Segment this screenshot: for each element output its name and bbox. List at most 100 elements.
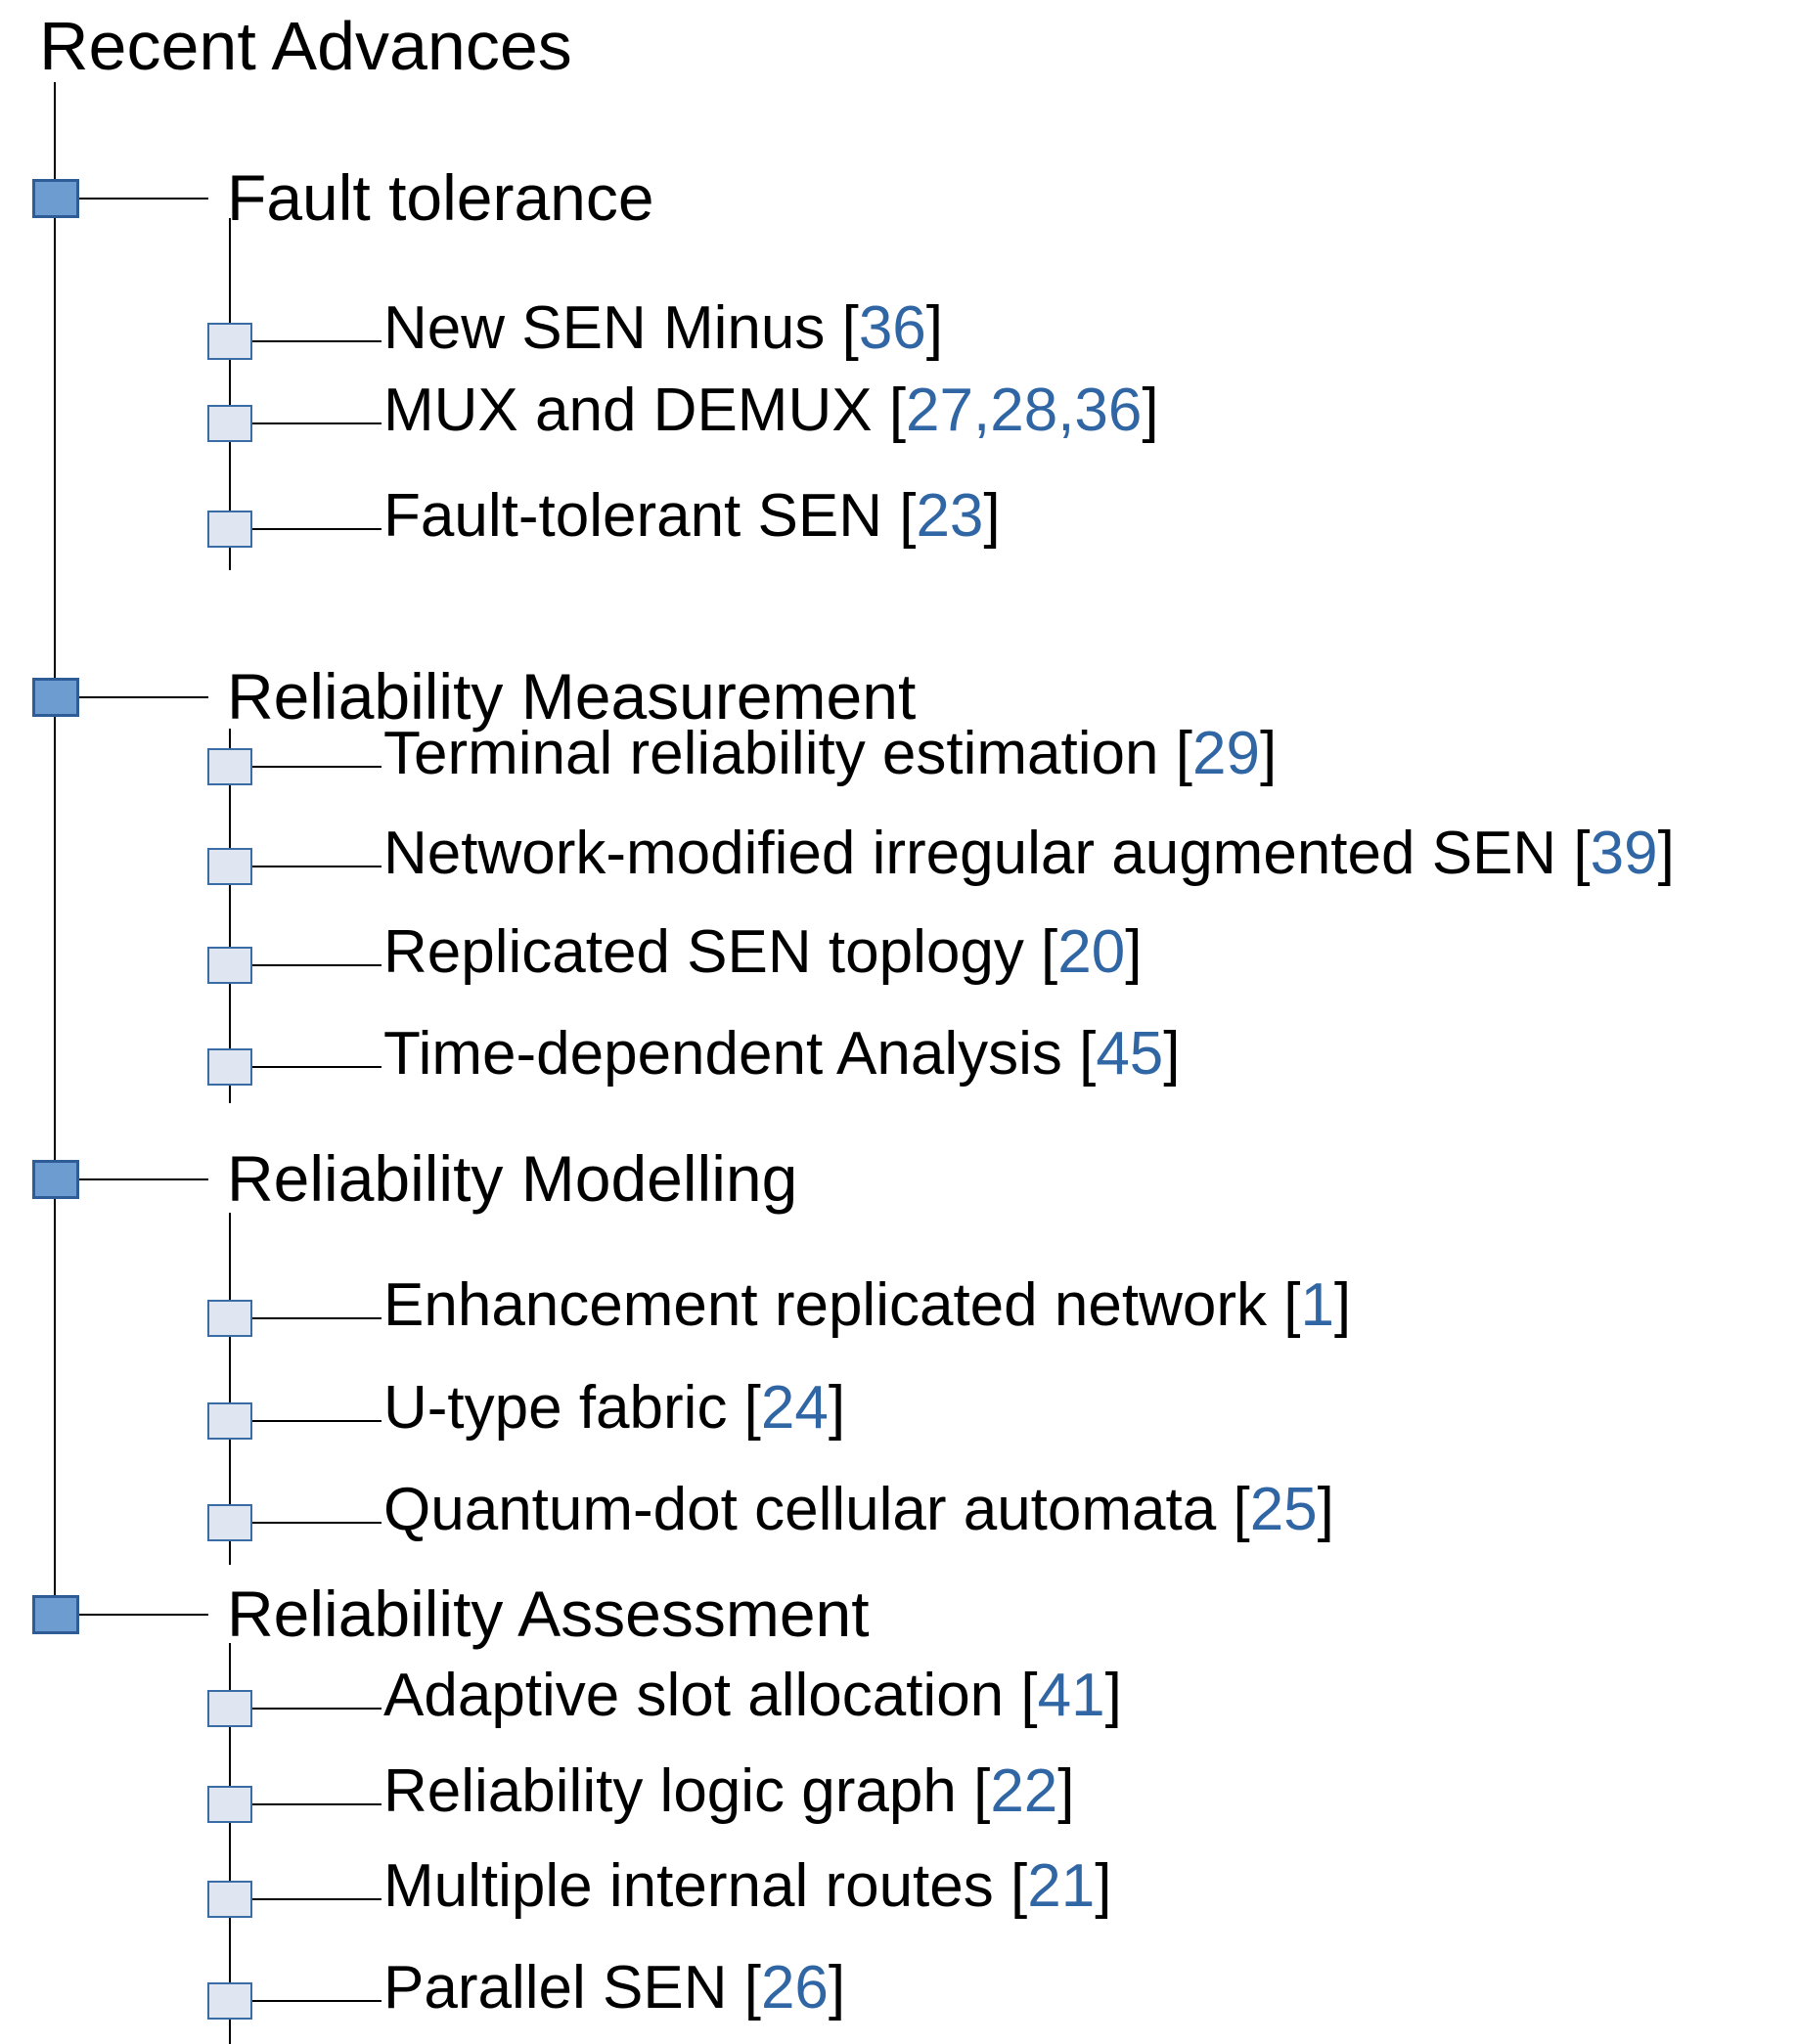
item-text: Parallel SEN (383, 1954, 744, 2022)
item-connector-line (252, 866, 382, 867)
citation-open-bracket: [ (743, 1954, 761, 2022)
item-connector-line (252, 528, 382, 530)
item-label: MUX and DEMUX [27,28,36] (383, 380, 1159, 441)
item-connector-line (252, 1420, 382, 1422)
item-text: Time-dependent Analysis (383, 1020, 1080, 1088)
citation-link[interactable]: 36 (858, 294, 926, 362)
citation-link[interactable]: 1 (1300, 1271, 1334, 1339)
item-label: U-type fabric [24] (383, 1378, 845, 1439)
citation-close-bracket: ] (828, 1374, 846, 1442)
item-node-square (207, 748, 252, 785)
category-connector-line (79, 1614, 208, 1616)
citation-close-bracket: ] (1142, 377, 1159, 444)
item-node-square (207, 848, 252, 885)
citation-open-bracket: [ (841, 294, 859, 362)
item-node-square (207, 1982, 252, 2020)
item-label: Adaptive slot allocation [41] (383, 1666, 1122, 1726)
citation-link[interactable]: 25 (1249, 1476, 1318, 1543)
citation-open-bracket: [ (1020, 1662, 1038, 1729)
item-node-square (207, 1786, 252, 1823)
citation-close-bracket: ] (925, 294, 944, 362)
citation-close-bracket: ] (1657, 820, 1675, 887)
category-node-square (32, 1160, 79, 1199)
category-node-square (32, 1595, 79, 1634)
item-connector-line (252, 2000, 382, 2002)
citation-link[interactable]: 23 (916, 482, 984, 550)
citation-close-bracket: ] (1125, 918, 1143, 986)
citation-link[interactable]: 45 (1096, 1020, 1164, 1088)
item-node-square (207, 1504, 252, 1541)
item-text: U-type fabric (383, 1374, 744, 1442)
category-connector-line (79, 198, 208, 200)
item-connector-line (252, 422, 382, 424)
category-label: Reliability Assessment (227, 1577, 870, 1650)
citation-close-bracket: ] (1163, 1020, 1181, 1088)
citation-close-bracket: ] (1333, 1271, 1352, 1339)
citation-open-bracket: [ (973, 1757, 991, 1825)
citation-open-bracket: [ (1079, 1020, 1097, 1088)
item-connector-line (252, 1898, 382, 1900)
citation-close-bracket: ] (1317, 1476, 1334, 1543)
item-node-square (207, 405, 252, 442)
citation-link[interactable]: 39 (1590, 820, 1658, 887)
item-connector-line (252, 340, 382, 342)
category-children-line (229, 1643, 231, 2044)
citation-close-bracket: ] (1259, 720, 1278, 787)
item-label: Enhancement replicated network [1] (383, 1275, 1351, 1336)
category-node-square (32, 678, 79, 717)
category-children-line (229, 1213, 231, 1565)
category-node-square (32, 179, 79, 218)
item-text: Terminal reliability estimation (383, 720, 1176, 787)
item-label: Terminal reliability estimation [29] (383, 724, 1277, 784)
citation-link[interactable]: 26 (760, 1954, 829, 2022)
item-label: Network-modified irregular augmented SEN… (383, 823, 1675, 884)
item-text: Reliability logic graph (383, 1757, 974, 1825)
citation-open-bracket: [ (743, 1374, 761, 1442)
category-label: Reliability Measurement (227, 660, 917, 733)
item-text: Quantum-dot cellular automata (383, 1476, 1234, 1543)
category-connector-line (79, 696, 208, 698)
item-text: Fault-tolerant SEN (383, 482, 900, 550)
item-connector-line (252, 766, 382, 768)
citation-link[interactable]: 24 (760, 1374, 829, 1442)
citation-open-bracket: [ (1233, 1476, 1250, 1543)
item-connector-line (252, 1317, 382, 1319)
item-connector-line (252, 1522, 382, 1524)
citation-open-bracket: [ (888, 377, 907, 444)
item-label: Multiple internal routes [21] (383, 1856, 1111, 1917)
citation-link[interactable]: 41 (1037, 1662, 1105, 1729)
item-text: Replicated SEN toplogy (383, 918, 1042, 986)
item-label: Reliability logic graph [22] (383, 1761, 1075, 1822)
item-text: Adaptive slot allocation (383, 1662, 1021, 1729)
item-label: Parallel SEN [26] (383, 1958, 845, 2019)
citation-open-bracket: [ (899, 482, 917, 550)
item-text: Multiple internal routes (383, 1852, 1010, 1920)
citation-open-bracket: [ (1010, 1852, 1028, 1920)
citation-link[interactable]: 20 (1057, 918, 1126, 986)
category-connector-line (79, 1178, 208, 1180)
citation-link[interactable]: 29 (1191, 720, 1260, 787)
item-connector-line (252, 964, 382, 966)
item-connector-line (252, 1066, 382, 1068)
citation-open-bracket: [ (1573, 820, 1591, 887)
item-node-square (207, 1690, 252, 1727)
citation-link[interactable]: 22 (990, 1757, 1058, 1825)
item-label: Replicated SEN toplogy [20] (383, 922, 1142, 983)
citation-close-bracket: ] (1095, 1852, 1112, 1920)
item-node-square (207, 323, 252, 360)
item-text: MUX and DEMUX (383, 377, 889, 444)
item-label: Fault-tolerant SEN [23] (383, 486, 1001, 547)
category-label: Reliability Modelling (227, 1142, 798, 1215)
item-node-square (207, 947, 252, 984)
citation-link[interactable]: 27,28,36 (906, 377, 1143, 444)
category-children-line (229, 218, 231, 570)
item-node-square (207, 1402, 252, 1440)
item-connector-line (252, 1803, 382, 1805)
citation-open-bracket: [ (1283, 1271, 1301, 1339)
item-connector-line (252, 1708, 382, 1710)
diagram-root-title: Recent Advances (39, 8, 572, 84)
item-text: Enhancement replicated network (383, 1271, 1284, 1339)
item-text: Network-modified irregular augmented SEN (383, 820, 1574, 887)
citation-link[interactable]: 21 (1027, 1852, 1096, 1920)
